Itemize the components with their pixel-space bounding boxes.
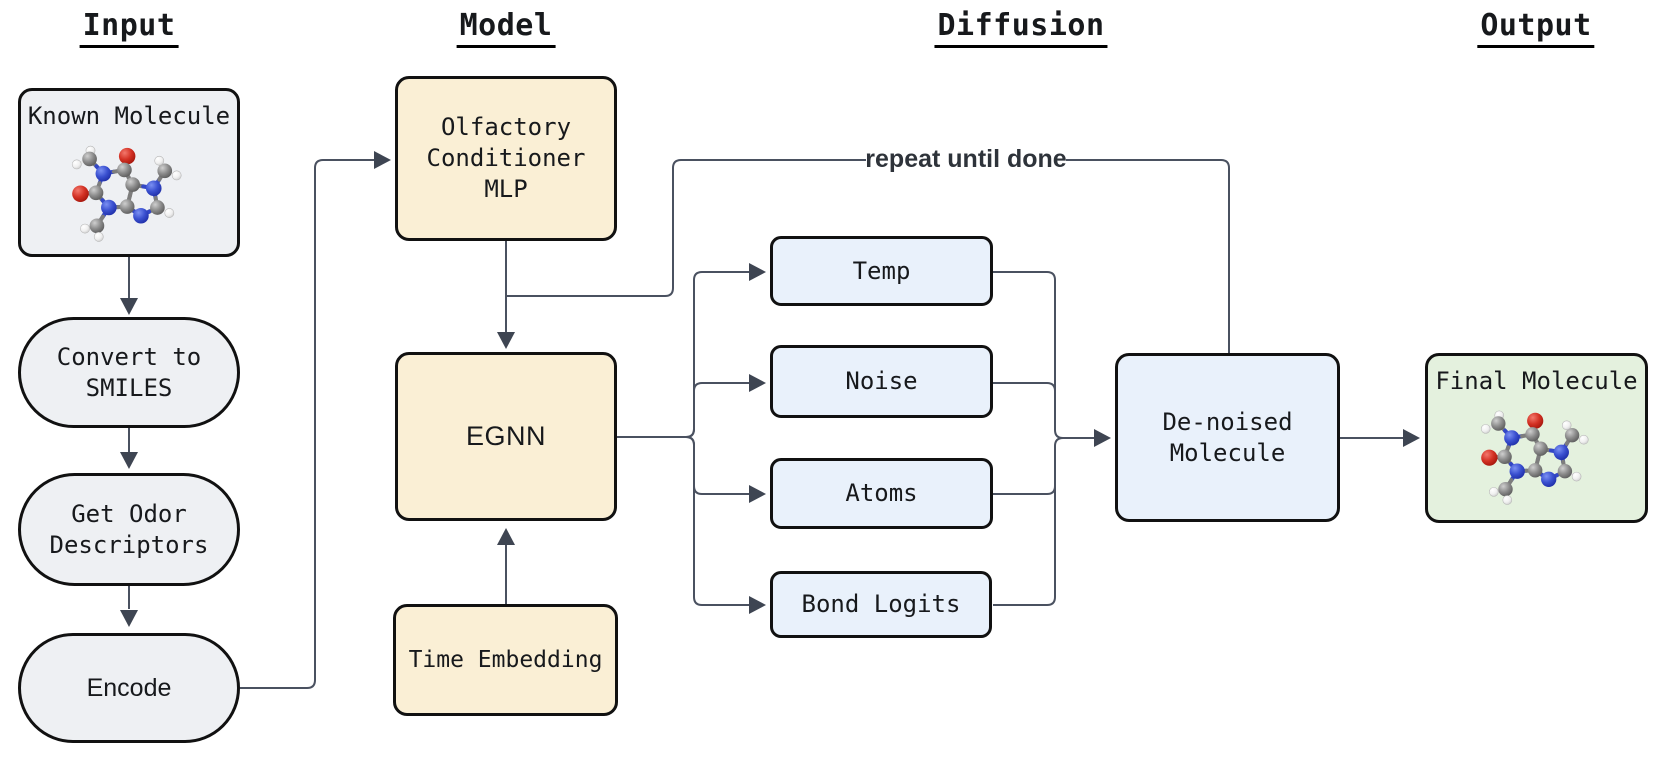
- node-label: Atoms: [845, 479, 918, 507]
- node-label: Final Molecule: [1435, 367, 1638, 395]
- node-label: Olfactory Conditioner MLP: [426, 113, 586, 203]
- column-header-model: Model: [456, 8, 556, 48]
- node-label: Time Embedding: [408, 646, 603, 673]
- node-time-embedding: Time Embedding: [393, 604, 618, 716]
- node-egnn: EGNN: [395, 352, 617, 521]
- arrowhead-icons: [120, 151, 1420, 627]
- node-final-molecule: Final Molecule: [1425, 353, 1648, 523]
- column-header-output: Output: [1477, 8, 1595, 48]
- node-olfactory-conditioner-mlp: Olfactory Conditioner MLP: [395, 76, 617, 241]
- molecule-image: [71, 145, 182, 242]
- node-label: De-noised Molecule: [1162, 407, 1293, 467]
- node-encode: Encode: [18, 633, 240, 743]
- node-known-molecule: Known Molecule: [18, 88, 240, 257]
- node-label: Known Molecule: [27, 102, 231, 130]
- node-label: Noise: [845, 367, 918, 395]
- node-label: Get Odor Descriptors: [49, 499, 209, 559]
- molecule-image: [1480, 410, 1589, 505]
- node-noise: Noise: [770, 345, 993, 418]
- node-atoms: Atoms: [770, 458, 993, 529]
- node-label: Convert to SMILES: [56, 342, 202, 402]
- node-get-odor-descriptors: Get Odor Descriptors: [18, 473, 240, 586]
- node-convert-to-smiles: Convert to SMILES: [18, 317, 240, 428]
- node-bond-logits: Bond Logits: [770, 571, 992, 638]
- column-header-input: Input: [79, 8, 179, 48]
- node-temp: Temp: [770, 236, 993, 306]
- node-label: Encode: [86, 673, 172, 702]
- node-label: Bond Logits: [801, 590, 961, 618]
- repeat-until-done-label: repeat until done: [865, 144, 1067, 174]
- node-label: Temp: [852, 256, 911, 285]
- node-label: EGNN: [465, 421, 546, 451]
- column-header-diffusion: Diffusion: [934, 8, 1108, 48]
- node-denoised-molecule: De-noised Molecule: [1115, 353, 1340, 522]
